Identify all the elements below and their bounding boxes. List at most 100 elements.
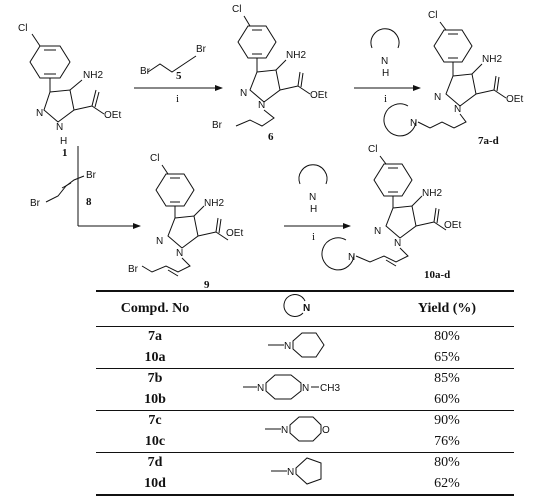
svg-text:NH2: NH2 — [482, 54, 502, 65]
yield-cell: 65% — [434, 349, 460, 365]
ring-nitrogen-label: N — [36, 108, 43, 119]
compound-1-structure: Cl NH2 OEt N N H 1 — [18, 23, 121, 159]
svg-text:N: N — [454, 104, 461, 115]
svg-text:OEt: OEt — [444, 220, 461, 231]
yield-cell: 62% — [434, 475, 460, 491]
compound-cell: 10c — [144, 433, 166, 449]
amine-header: N — [214, 291, 380, 327]
svg-text:N: N — [176, 248, 183, 259]
compound-7-label: 7a-d — [478, 135, 499, 147]
step1-arrow: Br Br 5 i — [134, 44, 223, 105]
yield-cell: 80% — [434, 329, 460, 345]
table-header-row: Compd. No N Yield (%) — [96, 291, 514, 327]
pyrrolidine-icon: N — [271, 457, 322, 485]
step4-arrow: N H i — [284, 164, 351, 243]
yield-cell: 60% — [434, 391, 460, 407]
compound-cell: 7d — [147, 455, 163, 471]
condition-label: i — [176, 93, 179, 105]
compound-cell: 10d — [144, 475, 166, 491]
svg-text:N: N — [284, 341, 291, 352]
compound-10-label: 10a-d — [424, 269, 450, 281]
compound-6-label: 6 — [268, 131, 274, 143]
compound-cell: 7a — [148, 329, 162, 345]
compound-cell: 7b — [147, 371, 163, 387]
compound-cell: 10b — [144, 391, 166, 407]
svg-text:N: N — [258, 100, 265, 111]
morpholine-icon: N O — [265, 416, 330, 442]
table-row: 7a N 80% — [96, 327, 514, 358]
compound-9-label: 9 — [204, 279, 210, 290]
compound-7-structure: Cl NH2 OEt N N N 7a-d — [383, 10, 523, 147]
svg-text:N: N — [394, 238, 401, 249]
svg-text:H: H — [310, 204, 317, 215]
compound-6-structure: Cl NH2 OEt N N Br 6 — [212, 4, 327, 143]
yield-table-container: Compd. No N Yield (%) 7a N — [96, 290, 514, 496]
svg-text:Cl: Cl — [428, 10, 437, 21]
svg-text:N: N — [281, 425, 288, 436]
svg-text:Br: Br — [140, 66, 151, 77]
svg-text:H: H — [382, 68, 389, 79]
svg-text:NH2: NH2 — [422, 188, 442, 199]
compound-10-structure: Cl NH2 OEt N N N 10a-d — [321, 144, 461, 281]
yield-table: Compd. No N Yield (%) 7a N — [96, 290, 514, 496]
svg-text:N: N — [240, 88, 247, 99]
svg-text:N: N — [434, 92, 441, 103]
svg-text:Br: Br — [86, 170, 97, 181]
svg-text:N: N — [410, 118, 417, 129]
svg-text:N: N — [303, 303, 310, 314]
svg-text:N: N — [156, 236, 163, 247]
svg-text:N: N — [381, 56, 388, 67]
svg-text:N: N — [287, 467, 294, 478]
reaction-scheme: Cl NH2 OEt N N H 1 Br Br 5 i Cl — [18, 4, 523, 290]
generic-amine-icon: N — [283, 293, 310, 317]
svg-text:N: N — [257, 383, 264, 394]
ester-label: OEt — [104, 110, 121, 121]
amine-label: NH2 — [83, 70, 103, 81]
svg-text:Cl: Cl — [368, 144, 377, 155]
svg-text:NH2: NH2 — [286, 50, 306, 61]
svg-text:CH3: CH3 — [320, 383, 340, 394]
svg-text:Cl: Cl — [232, 4, 241, 15]
compound-cell: 7c — [148, 413, 162, 429]
table-row: 7c N O 90% — [96, 411, 514, 442]
svg-text:i: i — [384, 93, 387, 105]
compound-8-label: 8 — [86, 196, 92, 208]
hydrogen-label: H — [60, 136, 67, 147]
svg-text:OEt: OEt — [226, 228, 243, 239]
svg-text:OEt: OEt — [506, 94, 523, 105]
amine-cell: N O — [214, 411, 380, 453]
compound-5-label: 5 — [176, 70, 182, 82]
methylpiperazine-icon: N N CH3 — [243, 374, 340, 400]
amine-cell: N — [214, 453, 380, 496]
compound-cell: 10a — [144, 349, 166, 365]
step2-arrow: N H i — [354, 28, 421, 105]
svg-text:N: N — [374, 226, 381, 237]
ring-nh-label: N — [56, 122, 63, 133]
svg-text:Cl: Cl — [150, 153, 159, 164]
yield-cell: 85% — [434, 371, 460, 387]
svg-text:Br: Br — [30, 198, 41, 209]
svg-text:Br: Br — [128, 264, 139, 275]
svg-text:OEt: OEt — [310, 90, 327, 101]
compound-9-structure: Cl NH2 OEt N N Br 9 — [128, 153, 243, 290]
piperidine-icon: N — [268, 332, 325, 358]
amine-cell: N — [214, 327, 380, 369]
table-row: 7b N N CH3 85% — [96, 369, 514, 400]
yield-cell: 80% — [434, 455, 460, 471]
svg-text:Br: Br — [212, 120, 223, 131]
svg-text:i: i — [312, 231, 315, 243]
svg-text:O: O — [322, 425, 330, 436]
yield-header: Yield (%) — [417, 301, 477, 316]
amine-cell: N N CH3 — [214, 369, 380, 411]
step3-arrow: Br Br 8 — [30, 146, 141, 229]
compound-header: Compd. No — [120, 301, 190, 316]
yield-cell: 76% — [434, 433, 460, 449]
chlorine-label: Cl — [18, 23, 27, 34]
svg-text:Br: Br — [196, 44, 207, 55]
compound-1-label: 1 — [62, 147, 68, 159]
svg-text:N: N — [302, 383, 309, 394]
yield-cell: 90% — [434, 413, 460, 429]
svg-text:N: N — [348, 252, 355, 263]
svg-text:N: N — [309, 192, 316, 203]
svg-text:NH2: NH2 — [204, 198, 224, 209]
